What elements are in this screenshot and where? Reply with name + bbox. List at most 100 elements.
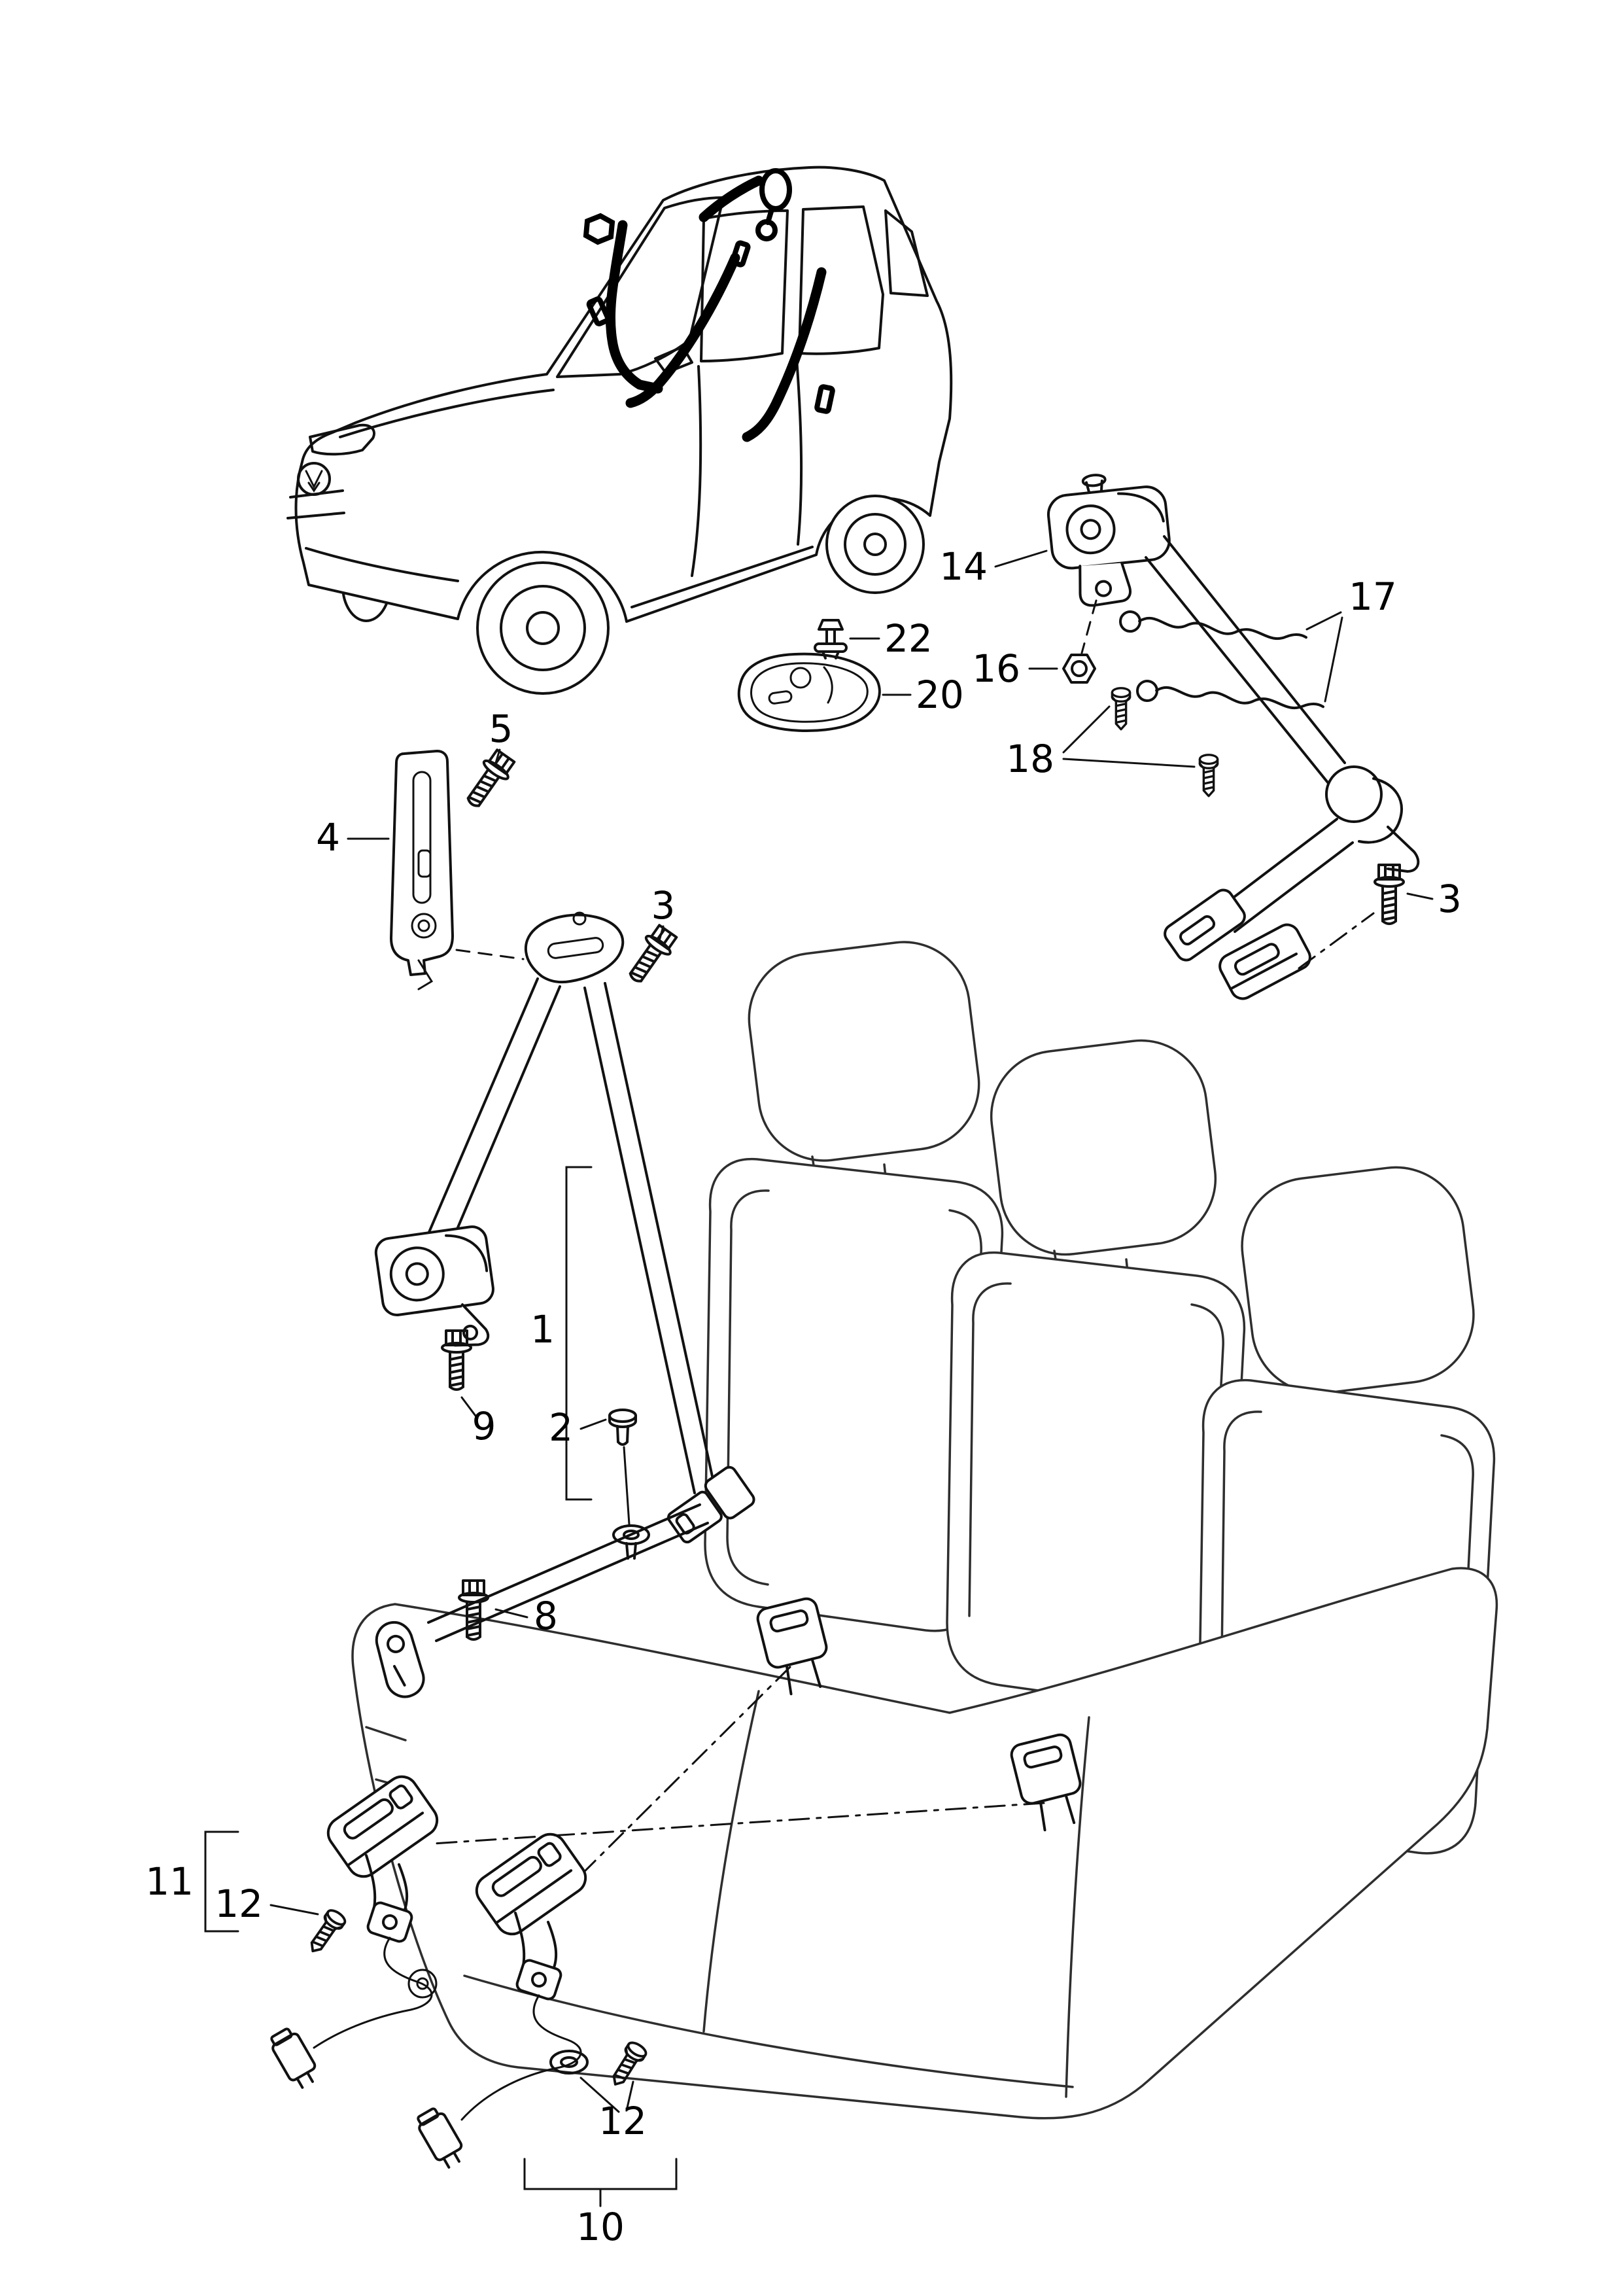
leader-12-right (579, 2076, 634, 2113)
sill-line (631, 546, 814, 608)
callout-20: 20 (916, 673, 964, 717)
rear-wheel (825, 495, 925, 594)
brand-badge (297, 462, 331, 496)
rear-wheel-rim (844, 513, 907, 576)
callout-3-rear: 3 (1438, 877, 1462, 921)
trim-cover-slot (768, 690, 793, 705)
door-seam-front (691, 365, 702, 577)
front-belt-assembly (374, 911, 755, 1698)
callout-3-upper: 3 (651, 883, 676, 928)
rear-latch-plate (1164, 888, 1246, 962)
seat-back-left (704, 1157, 1004, 1632)
wire-coil-inner (416, 1977, 429, 1990)
height-adjuster-rail (390, 750, 454, 976)
buckle-right-bracket (515, 1959, 562, 2001)
adjuster-bolt (458, 746, 519, 814)
door-seam-rear (795, 357, 803, 546)
mounting-screw-upper (1111, 687, 1132, 731)
callout-16: 16 (972, 646, 1020, 691)
top-anchor-bolt-hole (572, 911, 587, 926)
routing-belt-right (742, 267, 827, 442)
seat-back-left-bolster (726, 1189, 982, 1586)
cap-fastener-link (623, 1446, 631, 1526)
vehicle-illustration (286, 166, 953, 695)
headrest-middle (990, 1039, 1217, 1256)
leader-18 (1062, 705, 1196, 768)
install-leader-middle (432, 1802, 1045, 1845)
trim-cover-inner (750, 662, 869, 723)
rear-anchor-bolt (1373, 864, 1405, 925)
guide-cable-lower (1136, 680, 1324, 710)
rear-buckle (1218, 923, 1311, 1000)
leader-8 (494, 1608, 528, 1619)
shoulder-strap-to-latch (583, 982, 716, 1494)
adjuster-foot (417, 959, 434, 990)
adjuster-pivot-center (417, 919, 430, 932)
seat-cushion (351, 1567, 1498, 2120)
bracket-1 (565, 1166, 593, 1501)
adjuster-belt-leader (455, 949, 525, 960)
routing-ring-large (759, 168, 792, 211)
callout-4: 4 (316, 815, 340, 860)
trim-cover-boss (789, 667, 812, 689)
routing-guide-c (814, 384, 835, 414)
buckle-screw-left (303, 1906, 349, 1958)
routing-belt-top (699, 175, 764, 222)
trim-cover-assembly (737, 619, 881, 732)
adjuster-detent (417, 849, 432, 878)
adjuster-pivot (411, 913, 437, 939)
rear-bolt-leader (1298, 912, 1375, 970)
front-wheel-rim (500, 585, 586, 671)
headlight (309, 423, 375, 456)
belt-routing-highlight (583, 168, 835, 442)
callout-22: 22 (884, 616, 933, 661)
rear-center-belt-assembly (1046, 474, 1420, 1000)
callout-labels: 22 20 14 16 17 18 3 4 5 3 1 2 9 8 11 12 … (145, 544, 1462, 2249)
routing-belt-left (605, 220, 663, 394)
routing-guide-a (586, 296, 611, 326)
buckle-right-neck (514, 1912, 558, 1971)
upper-anchor-bolt (621, 921, 682, 989)
guide-cable-upper (1119, 610, 1307, 640)
belt-hanger-ring (1325, 765, 1383, 823)
side-mirror (654, 345, 693, 374)
belt-hanger-hook (1358, 777, 1420, 873)
top-anchor-guide (524, 913, 625, 984)
quarter-window (884, 209, 929, 297)
front-retractor (374, 1225, 494, 1347)
cap-fastener-pin (608, 1409, 637, 1446)
callout-11: 11 (145, 1859, 194, 1904)
grommet-washer (549, 2050, 589, 2075)
adjuster-slot (412, 771, 432, 904)
callout-18: 18 (1006, 737, 1054, 781)
trim-cover-rib (823, 666, 833, 704)
rear-door-window (798, 205, 884, 355)
headrest-left (748, 941, 980, 1162)
rear-retractor (1046, 474, 1171, 607)
trim-cover (737, 652, 881, 732)
callout-2: 2 (549, 1405, 573, 1450)
buckle-left-bracket (366, 1901, 413, 1943)
front-wheel (476, 561, 610, 695)
rear-belt-webbing-return (1217, 818, 1354, 933)
callout-14: 14 (939, 544, 988, 589)
routing-ring-small (755, 219, 778, 241)
wire-connector-left (270, 2027, 317, 2089)
install-leader-left (556, 1666, 791, 1900)
cap-fastener-disc (612, 1524, 650, 1560)
callout-5: 5 (489, 707, 513, 751)
front-latch-plate (666, 1465, 755, 1544)
seat-back-middle-bolster (968, 1282, 1224, 1650)
leader-2 (579, 1418, 607, 1430)
buckle-right-wire (460, 1994, 582, 2121)
top-anchor-slot (547, 937, 604, 959)
callout-12-right: 12 (598, 2099, 647, 2143)
callout-leaders (204, 550, 1434, 2207)
routing-guide-b (730, 240, 751, 268)
leader-12-left (269, 1904, 319, 1916)
bracket-11 (204, 1831, 239, 1933)
hex-nut (1062, 654, 1096, 684)
leader-14 (994, 550, 1048, 568)
callout-8: 8 (534, 1594, 558, 1638)
